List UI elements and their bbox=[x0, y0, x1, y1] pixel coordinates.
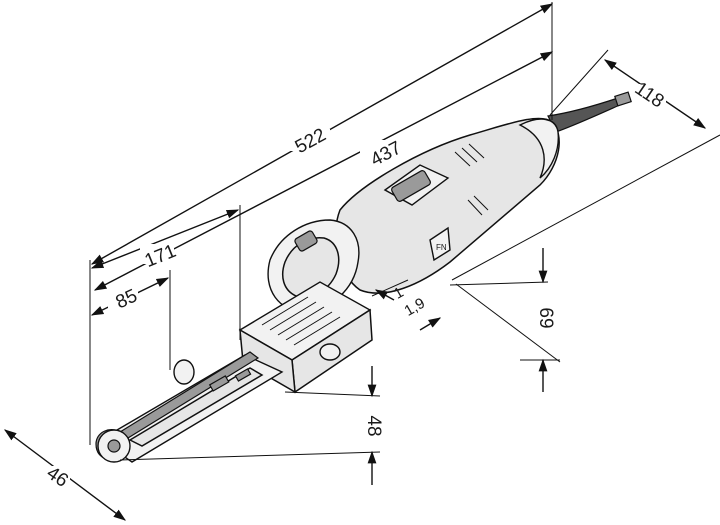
power-cable bbox=[547, 97, 623, 133]
arm-slot-1 bbox=[208, 375, 230, 392]
svg-text:FN: FN bbox=[436, 243, 447, 252]
front-roller-hub bbox=[107, 439, 121, 453]
arm-slot-2 bbox=[234, 368, 252, 382]
tension-knob bbox=[319, 343, 341, 361]
dim-69: 69 bbox=[535, 307, 556, 328]
adjustment-wheel bbox=[173, 359, 195, 385]
arm-ribs bbox=[261, 296, 341, 346]
dim-118: 118 bbox=[631, 78, 668, 112]
dim-48: 48 bbox=[363, 415, 384, 436]
belt-track bbox=[128, 367, 264, 447]
cable-plug bbox=[614, 91, 632, 107]
